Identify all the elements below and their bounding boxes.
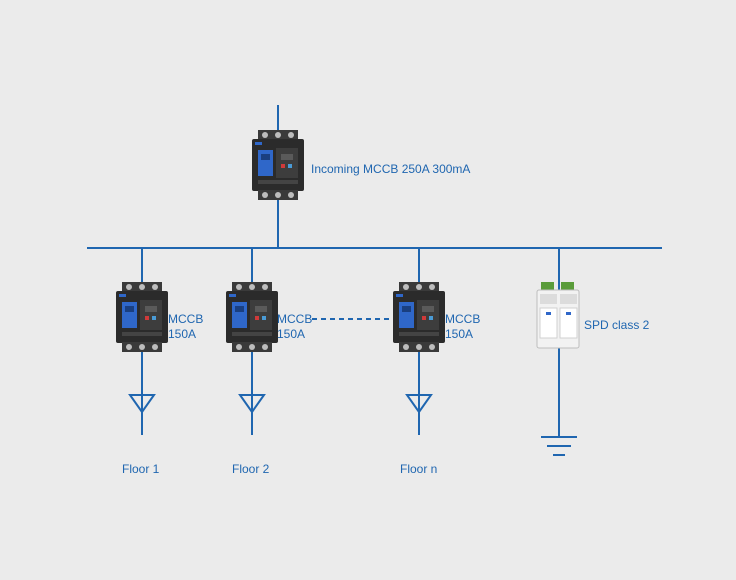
load-arrows	[128, 394, 433, 414]
branch-n-mccb-label: MCCB	[445, 312, 480, 326]
load-arrow-icon	[238, 394, 266, 414]
incoming-mccb-label: Incoming MCCB 250A 300mA	[311, 162, 470, 176]
floor-1-label: Floor 1	[122, 462, 160, 476]
mccb-breaker-icon	[116, 282, 168, 352]
branch-2-mccb-label: MCCB	[277, 312, 312, 326]
incoming-mccb-icon	[252, 130, 304, 200]
wiring	[87, 105, 662, 437]
branch-n-rating-label: 150A	[445, 327, 473, 341]
mccb-breaker-icon	[226, 282, 278, 352]
spd-label: SPD class 2	[584, 318, 650, 332]
mccb-breaker-icon	[393, 282, 445, 352]
floor-2-label: Floor 2	[232, 462, 270, 476]
branch-1-rating-label: 150A	[168, 327, 196, 341]
branch-2-rating-label: 150A	[277, 327, 305, 341]
surge-protection-device-icon	[536, 282, 580, 349]
load-arrow-icon	[128, 394, 156, 414]
ground-icon	[541, 436, 577, 456]
branch-1-mccb-label: MCCB	[168, 312, 203, 326]
floor-n-label: Floor n	[400, 462, 437, 476]
load-arrow-icon	[405, 394, 433, 414]
